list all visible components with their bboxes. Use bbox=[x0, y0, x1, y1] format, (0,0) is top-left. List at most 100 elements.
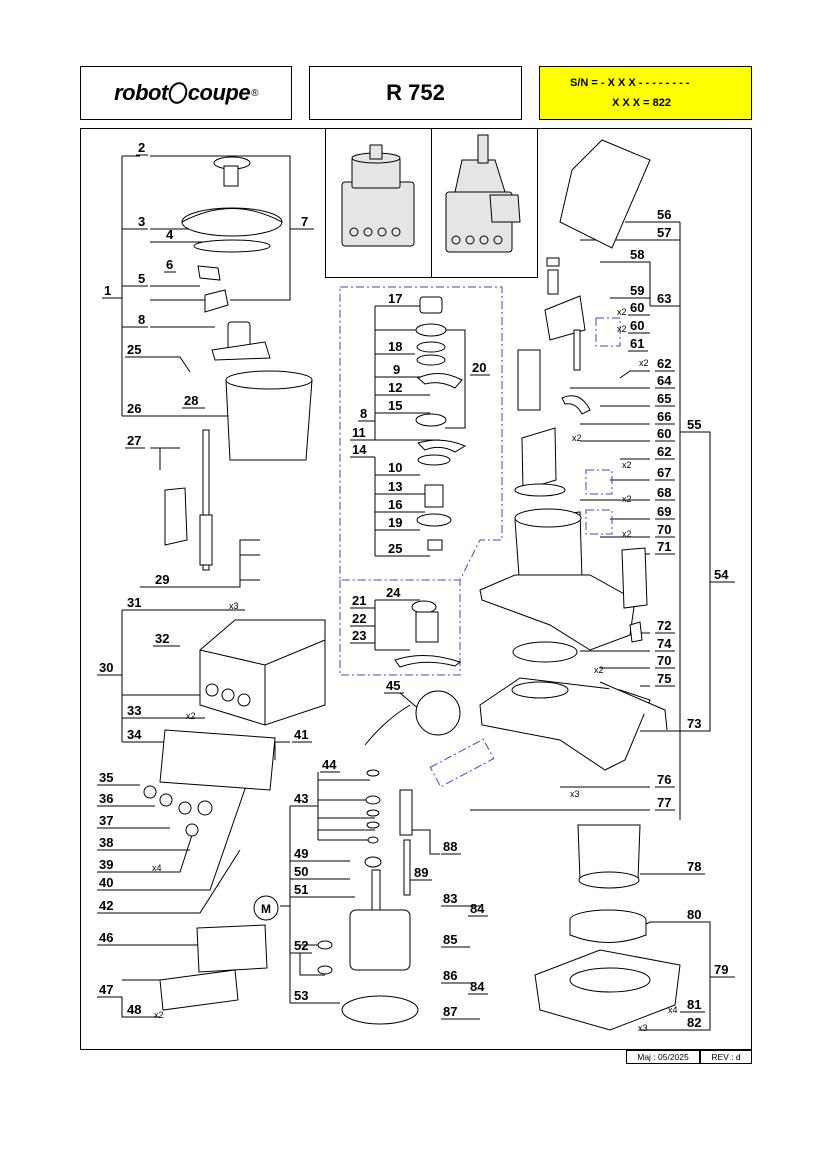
callout-22: 22 bbox=[352, 611, 366, 626]
callout-62: 62 bbox=[657, 356, 671, 371]
callout-29: 29 bbox=[155, 572, 169, 587]
callout-73: 73 bbox=[687, 716, 701, 731]
serial-line-2: X X X = 822 bbox=[612, 97, 672, 109]
callout-25: 25 bbox=[388, 541, 402, 556]
callout-11: 11 bbox=[352, 425, 366, 440]
callout-26: 26 bbox=[127, 401, 141, 416]
registered-mark: ® bbox=[251, 87, 258, 99]
callout-60: 60 bbox=[630, 300, 644, 315]
callout-86: 86 bbox=[443, 968, 457, 983]
callout-numbers: 1234567825262728293132303334353637383940… bbox=[97, 140, 732, 1031]
quantity-label: x2 bbox=[186, 711, 196, 721]
callout-5: 5 bbox=[138, 271, 145, 286]
callout-17: 17 bbox=[388, 291, 402, 306]
callout-28: 28 bbox=[184, 393, 198, 408]
callout-65: 65 bbox=[657, 391, 671, 406]
callout-52: 52 bbox=[294, 938, 308, 953]
quantity-label: x2 bbox=[572, 433, 582, 443]
callout-39: 39 bbox=[99, 857, 113, 872]
callout-38: 38 bbox=[99, 835, 113, 850]
callout-13: 13 bbox=[388, 479, 402, 494]
callout-64: 64 bbox=[657, 373, 672, 388]
callout-31: 31 bbox=[127, 595, 141, 610]
callout-76: 76 bbox=[657, 772, 671, 787]
callout-32: 32 bbox=[155, 631, 169, 646]
brand-word-1: robot bbox=[114, 80, 168, 105]
callout-4: 4 bbox=[166, 227, 174, 242]
callout-84: 84 bbox=[470, 901, 485, 916]
quantity-label: x2 bbox=[154, 1010, 164, 1020]
callout-24: 24 bbox=[386, 585, 401, 600]
callout-81: 81 bbox=[687, 997, 701, 1012]
callout-82: 82 bbox=[687, 1015, 701, 1030]
callout-36: 36 bbox=[99, 791, 113, 806]
callout-6: 6 bbox=[166, 257, 173, 272]
device-photo-right bbox=[445, 134, 521, 253]
callout-35: 35 bbox=[99, 770, 113, 785]
callout-63: 63 bbox=[657, 291, 671, 306]
quantity-label: x4 bbox=[668, 1005, 678, 1015]
quantity-label: x2 bbox=[594, 665, 604, 675]
callout-87: 87 bbox=[443, 1004, 457, 1019]
callout-71: 71 bbox=[657, 539, 671, 554]
callout-89: 89 bbox=[414, 865, 428, 880]
callout-84: 84 bbox=[470, 979, 485, 994]
callout-15: 15 bbox=[388, 398, 402, 413]
callout-47: 47 bbox=[99, 982, 113, 997]
callout-9: 9 bbox=[393, 362, 400, 377]
callout-53: 53 bbox=[294, 988, 308, 1003]
callout-62: 62 bbox=[657, 444, 671, 459]
callout-78: 78 bbox=[687, 859, 701, 874]
callout-72: 72 bbox=[657, 618, 671, 633]
callout-80: 80 bbox=[687, 907, 701, 922]
callout-12: 12 bbox=[388, 380, 402, 395]
callout-44: 44 bbox=[322, 757, 337, 772]
callout-61: 61 bbox=[630, 336, 644, 351]
callout-60: 60 bbox=[630, 318, 644, 333]
quantity-label: x3 bbox=[638, 1023, 648, 1033]
callout-27: 27 bbox=[127, 433, 141, 448]
callout-75: 75 bbox=[657, 671, 671, 686]
callout-66: 66 bbox=[657, 409, 671, 424]
callout-1: 1 bbox=[104, 283, 111, 298]
callout-85: 85 bbox=[443, 932, 457, 947]
callout-7: 7 bbox=[301, 214, 308, 229]
callout-59: 59 bbox=[630, 283, 644, 298]
callout-70: 70 bbox=[657, 653, 671, 668]
callout-20: 20 bbox=[472, 360, 486, 375]
serial-line-1: S/N = - X X X - - - - - - - - bbox=[570, 77, 690, 89]
callout-2: 2 bbox=[138, 140, 145, 155]
quantity-label: x2 bbox=[617, 324, 627, 334]
callout-43: 43 bbox=[294, 791, 308, 806]
motor-label: M bbox=[261, 902, 271, 916]
callout-49: 49 bbox=[294, 846, 308, 861]
callout-54: 54 bbox=[714, 567, 729, 582]
callout-33: 33 bbox=[127, 703, 141, 718]
motor-circle bbox=[253, 895, 279, 921]
quantity-label: x3 bbox=[570, 789, 580, 799]
callout-23: 23 bbox=[352, 628, 366, 643]
callout-67: 67 bbox=[657, 465, 671, 480]
model-title: R 752 bbox=[309, 66, 522, 120]
footer-rev: REV : d bbox=[700, 1050, 752, 1064]
callout-57: 57 bbox=[657, 225, 671, 240]
callout-50: 50 bbox=[294, 864, 308, 879]
callout-70: 70 bbox=[657, 522, 671, 537]
callout-14: 14 bbox=[352, 442, 367, 457]
callout-46: 46 bbox=[99, 930, 113, 945]
callout-51: 51 bbox=[294, 882, 308, 897]
callout-25: 25 bbox=[127, 342, 141, 357]
quantity-label: x3 bbox=[229, 601, 239, 611]
callout-79: 79 bbox=[714, 962, 728, 977]
quantity-label: x2 bbox=[622, 494, 632, 504]
callout-77: 77 bbox=[657, 795, 671, 810]
callout-18: 18 bbox=[388, 339, 402, 354]
callout-16: 16 bbox=[388, 497, 402, 512]
callout-40: 40 bbox=[99, 875, 113, 890]
dashed-group-box bbox=[339, 286, 621, 788]
callout-56: 56 bbox=[657, 207, 671, 222]
callout-69: 69 bbox=[657, 504, 671, 519]
callout-42: 42 bbox=[99, 898, 113, 913]
